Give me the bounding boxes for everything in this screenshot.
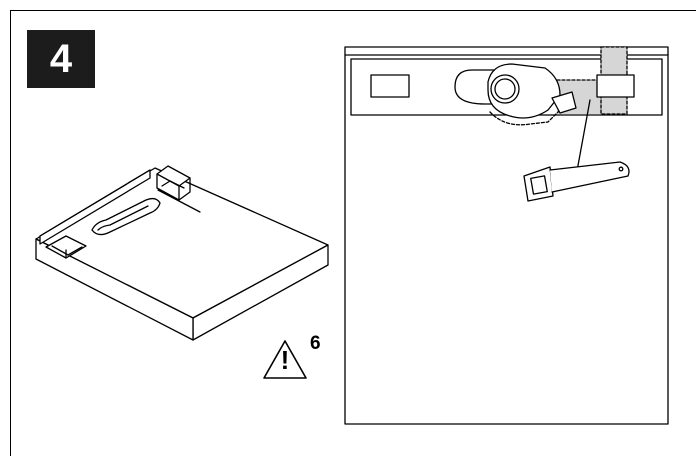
warning-reference-number: 6 [310,333,321,354]
step-number-badge: 4 [27,30,95,88]
page-frame [10,10,696,456]
warning-exclamation: ! [280,345,290,375]
